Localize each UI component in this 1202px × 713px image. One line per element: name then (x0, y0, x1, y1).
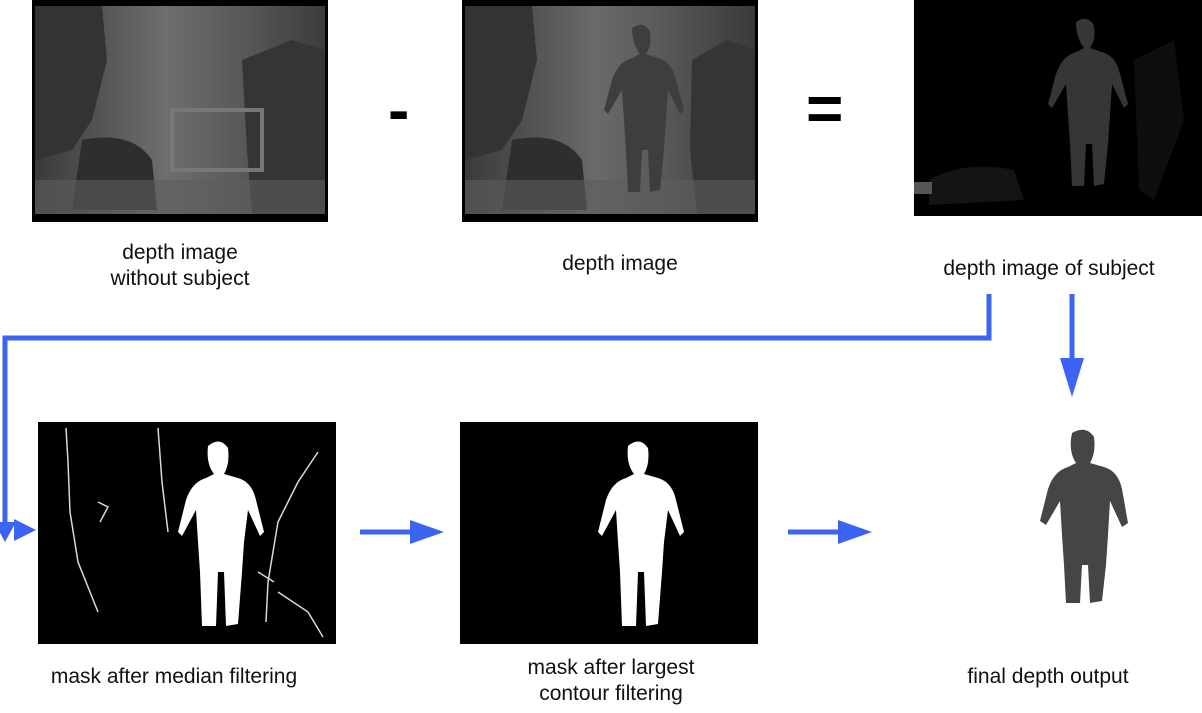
depth-image-of-subject (914, 0, 1202, 216)
caption-line: contour filtering (539, 682, 683, 705)
caption-final-output: final depth output (967, 665, 1129, 688)
caption-line: mask after largest (527, 656, 695, 679)
caption-line: depth image (122, 241, 238, 264)
caption-line: without subject (110, 267, 250, 290)
final-depth-output (1010, 425, 1150, 605)
depth-image (462, 0, 758, 222)
arrow-median-to-contour (360, 520, 444, 544)
caption-depth-image: depth image (562, 252, 678, 275)
arrow-contour-to-final (788, 520, 872, 544)
mask-after-largest-contour-filtering (460, 422, 758, 644)
caption-mask-contour: mask after largest contour filtering (460, 655, 762, 707)
caption-depth-of-subject: depth image of subject (943, 257, 1155, 280)
mask-after-median-filtering (38, 422, 336, 644)
caption-mask-median: mask after median filtering (50, 665, 298, 688)
arrow-subject-to-final (1060, 294, 1084, 397)
depth-image-without-subject (32, 0, 328, 222)
minus-operator: - (388, 74, 410, 146)
equals-operator: = (806, 72, 844, 144)
caption-depth-without-subject: depth image without subject (32, 240, 328, 292)
